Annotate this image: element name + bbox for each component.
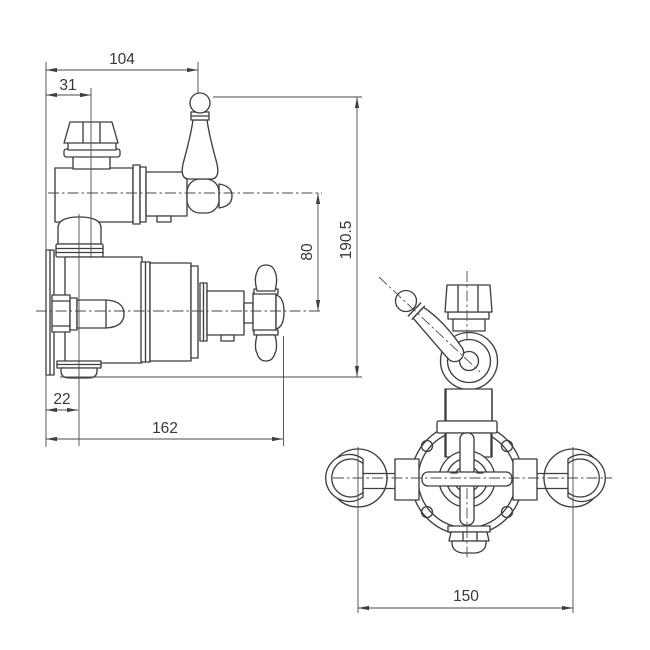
dimension-190-5: 190.5: [338, 221, 355, 260]
screw-bottom-right: [500, 505, 514, 519]
dimension-162: 162: [152, 420, 178, 437]
left-connector-block: [394, 458, 420, 501]
dimension-80: 80: [299, 243, 316, 261]
dimension-150: 150: [453, 588, 479, 605]
lever-stem: [458, 350, 480, 372]
screw-top-right: [500, 439, 514, 453]
front-view: [324, 284, 607, 554]
upper-cartridge: [132, 164, 188, 225]
lever-ball-front: [394, 289, 418, 313]
dimension-104: 104: [109, 51, 135, 68]
cap-hex-front: [444, 284, 493, 313]
screw-bottom-left: [420, 505, 434, 519]
cross-handle-front: [421, 432, 513, 526]
main-cylinder-side: [140, 261, 285, 363]
cross-handle-side: [253, 264, 279, 362]
upper-valve-body: [54, 121, 134, 258]
side-view: [45, 92, 285, 379]
lever-handle-side: [181, 92, 233, 214]
dimension-22: 22: [53, 391, 70, 408]
cross-arm-horizontal: [421, 471, 513, 487]
screw-top-left: [420, 439, 434, 453]
right-connector-block: [512, 458, 538, 501]
lever-nose: [218, 183, 233, 209]
bottom-outlet-front: [447, 525, 491, 554]
lower-valve-body: [51, 256, 143, 379]
dimension-lines: 104 31 190.5 80 22 162 150: [45, 51, 573, 611]
lever-ball: [189, 92, 211, 114]
centerlines: [36, 88, 612, 613]
dimension-31: 31: [59, 77, 76, 94]
inlet-union-side: [51, 294, 125, 333]
